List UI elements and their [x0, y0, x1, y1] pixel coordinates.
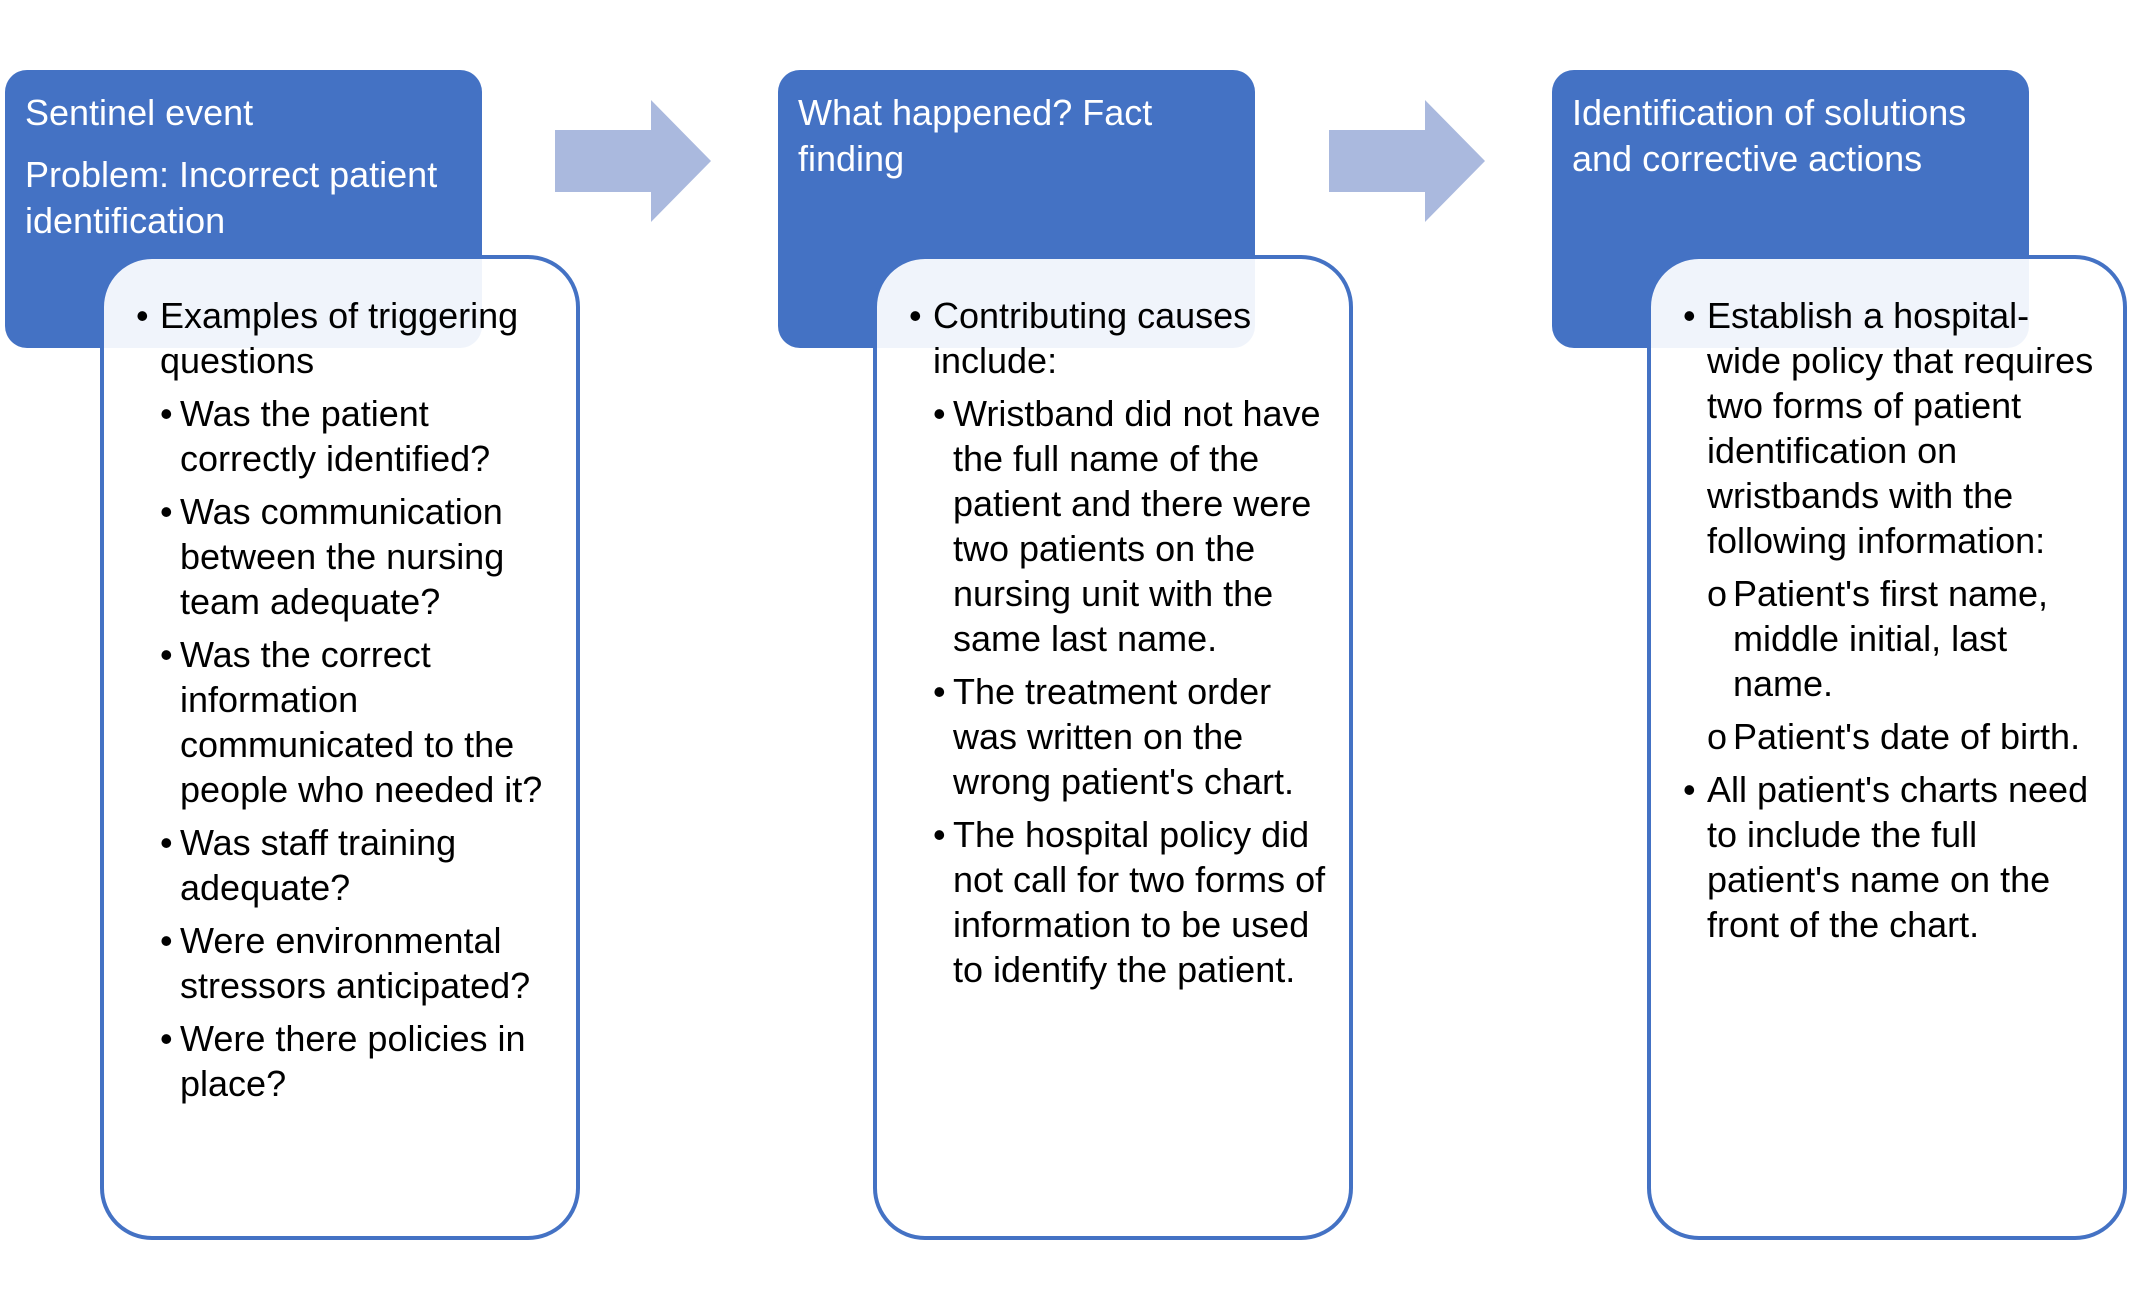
bullet-icon: • — [160, 822, 173, 863]
bullet-icon: • — [933, 393, 946, 434]
circle-bullet-icon: o — [1707, 716, 1728, 757]
list-item: • All patient's charts need to include t… — [1683, 769, 2089, 945]
right-arrow-icon — [1329, 100, 1485, 222]
bullet-icon: • — [160, 491, 173, 532]
bullet-icon: • — [160, 634, 173, 675]
list-item: •The hospital policy did not call for tw… — [933, 814, 1326, 990]
list-item: • Establish a hospital-wide policy that … — [1683, 293, 2103, 759]
step-1-intro-item: • Examples of triggering questions •Was … — [136, 293, 556, 1106]
circle-bullet-icon: o — [1707, 573, 1728, 614]
step-1-problem: Problem: Incorrect patient identificatio… — [25, 154, 438, 241]
step-3-title: Identification of solutions and correcti… — [1572, 92, 1967, 179]
bullet-icon: • — [933, 814, 946, 855]
list-item: •Were environmental stressors anticipate… — [160, 920, 531, 1006]
bullet-icon: • — [909, 295, 922, 336]
bullet-icon: • — [136, 295, 149, 336]
list-item: •Was the correct information communicate… — [160, 634, 543, 810]
step-2-title: What happened? Fact finding — [798, 92, 1153, 179]
list-item: •The treatment order was written on the … — [933, 671, 1295, 802]
list-item: •Was staff training adequate? — [160, 822, 457, 908]
step-1-card: • Examples of triggering questions •Was … — [100, 255, 580, 1240]
bullet-icon: • — [160, 393, 173, 434]
step-2-card: • Contributing causes include: •Wristban… — [873, 255, 1353, 1240]
bullet-icon: • — [160, 920, 173, 961]
step-1-title: Sentinel event — [25, 92, 254, 133]
step-3-card: • Establish a hospital-wide policy that … — [1647, 255, 2127, 1240]
list-item: •Was the patient correctly identified? — [160, 393, 491, 479]
list-item: •Wristband did not have the full name of… — [933, 393, 1321, 659]
bullet-icon: • — [933, 671, 946, 712]
step-1-intro: Examples of triggering questions — [160, 295, 519, 381]
list-item: •Was communication between the nursing t… — [160, 491, 505, 622]
bullet-icon: • — [160, 1018, 173, 1059]
bullet-icon: • — [1683, 769, 1696, 810]
bullet-icon: • — [1683, 295, 1696, 336]
list-item: •Were there policies in place? — [160, 1018, 526, 1104]
step-2-intro: Contributing causes include: — [933, 295, 1252, 381]
step-2-intro-item: • Contributing causes include: •Wristban… — [909, 293, 1329, 992]
right-arrow-icon — [555, 100, 711, 222]
